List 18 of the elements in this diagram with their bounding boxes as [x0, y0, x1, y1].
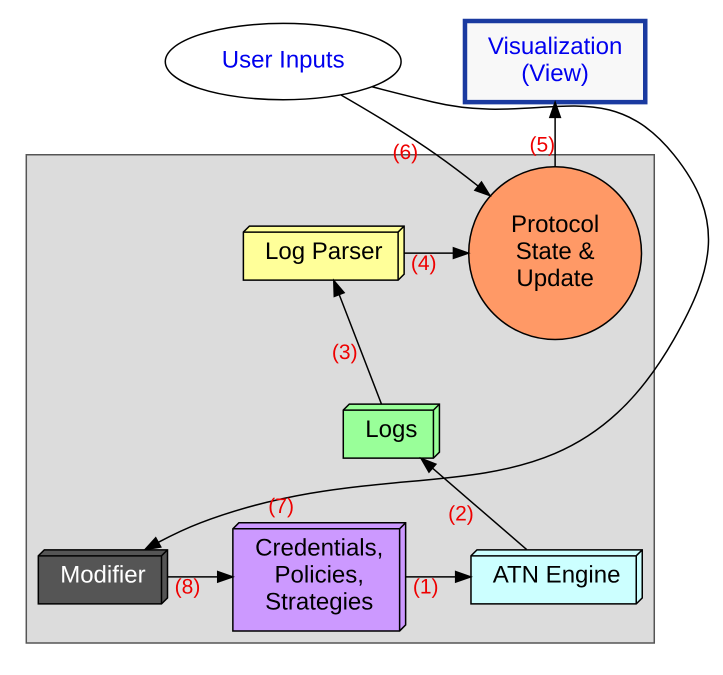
edge-label: (1) — [412, 575, 439, 598]
arrow — [404, 246, 471, 259]
node-box: Visualization (View) — [462, 18, 648, 104]
edge-label: (2) — [448, 502, 474, 526]
node-circle: Protocol State & Update — [468, 165, 642, 340]
edge-label: (5) — [530, 133, 556, 156]
node-ellipse: User Inputs — [164, 22, 402, 100]
arrow — [143, 86, 710, 550]
arrow — [340, 94, 492, 196]
edge-label: (4) — [410, 251, 437, 274]
arrow — [168, 570, 236, 583]
arrow — [406, 570, 473, 583]
arrow — [332, 278, 382, 404]
arrow — [419, 456, 528, 550]
edge-label: (7) — [268, 494, 294, 518]
arrow — [548, 100, 562, 166]
edge-label: (3) — [332, 340, 358, 364]
edge-label: (8) — [174, 575, 200, 598]
